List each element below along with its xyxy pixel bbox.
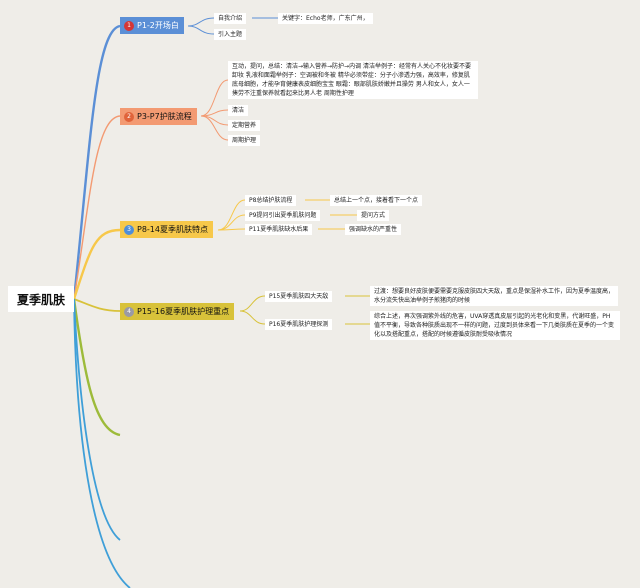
- leaf-p11-dehydration[interactable]: P11夏季肌肤缺水后果: [245, 224, 313, 235]
- leaf-stress-dehydration[interactable]: 强调缺水的严重性: [345, 224, 402, 235]
- link-b1-c2: [187, 25, 215, 35]
- root-node[interactable]: 夏季肌肤: [8, 286, 74, 312]
- leaf-regular-nutrition[interactable]: 定期营养: [228, 120, 261, 131]
- link-extra-blue-1: [73, 298, 121, 541]
- branch-number-badge: 4: [124, 306, 134, 317]
- link-root-branch1: [72, 24, 121, 300]
- leaf-periodic-care[interactable]: 周期护理: [228, 135, 261, 146]
- leaf-question-method[interactable]: 提问方式: [357, 210, 390, 221]
- branch-label: P1-2开场白: [137, 21, 179, 30]
- link-b3-c2: [217, 214, 246, 231]
- branch-label: P8-14夏季肌肤特点: [137, 225, 208, 234]
- branch-number-badge: 2: [124, 111, 134, 122]
- link-b2-c4: [200, 115, 229, 141]
- link-root-branch4: [73, 298, 121, 312]
- leaf-p8-summary[interactable]: P8总结护肤流程: [245, 195, 297, 206]
- branch-p3-p7-skincare-flow[interactable]: 2 P3-P7护肤流程: [120, 108, 197, 125]
- link-b3-c1: [217, 199, 246, 231]
- leaf-transition-text[interactable]: 过渡：想要良好皮肤便要需要克服皮肤四大天敌，重点是保湿补水工作，因为夏季温度高，…: [370, 286, 618, 306]
- leaf-comprehensive-text[interactable]: 综合上述，再次强调紫外线的危害，UVA穿透真皮层引起的光老化和变黑，代谢旺盛，P…: [370, 311, 620, 340]
- branch-number-badge: 1: [124, 20, 134, 31]
- link-extra-green: [72, 298, 121, 437]
- link-b4-c1: [239, 295, 266, 312]
- link-extra-blue-2: [73, 298, 131, 588]
- link-root-branch3: [72, 228, 121, 300]
- branch-p1-2-opening[interactable]: 1 P1-2开场白: [120, 17, 184, 34]
- link-b4-c2: [239, 310, 266, 325]
- link-b2-c1: [200, 79, 229, 117]
- leaf-p15-four-enemies[interactable]: P15夏季肌肤四大天敌: [265, 291, 333, 302]
- link-root-branch2: [73, 115, 121, 300]
- leaf-p16-care-detect[interactable]: P16夏季肌肤护理探测: [265, 319, 333, 330]
- leaf-self-intro[interactable]: 自我介绍: [214, 13, 247, 24]
- leaf-p9-question[interactable]: P9提问引出夏季肌肤问题: [245, 210, 321, 221]
- leaf-summary-next-point[interactable]: 总结上一个点，接着看下一个点: [330, 195, 423, 206]
- link-b3-c3: [217, 228, 246, 231]
- leaf-interaction-summary[interactable]: 互动，提问，总结：清洁→输入营养→防护→内调 清洁举例子：经常有人关心不化妆要不…: [228, 61, 478, 99]
- leaf-cleansing[interactable]: 清洁: [228, 105, 249, 116]
- branch-label: P15-16夏季肌肤护理重点: [137, 307, 230, 316]
- branch-p15-16-summer-care-focus[interactable]: 4 P15-16夏季肌肤护理重点: [120, 303, 235, 320]
- link-b1-c1: [187, 17, 215, 27]
- branch-number-badge: 3: [124, 224, 134, 235]
- link-b2-c3: [200, 115, 229, 126]
- branch-label: P3-P7护肤流程: [137, 112, 192, 121]
- leaf-intro-topic[interactable]: 引入主题: [214, 29, 247, 40]
- leaf-keywords[interactable]: 关键字：Echo老师，广东广州，: [278, 13, 373, 24]
- branch-p8-14-summer-skin-traits[interactable]: 3 P8-14夏季肌肤特点: [120, 221, 213, 238]
